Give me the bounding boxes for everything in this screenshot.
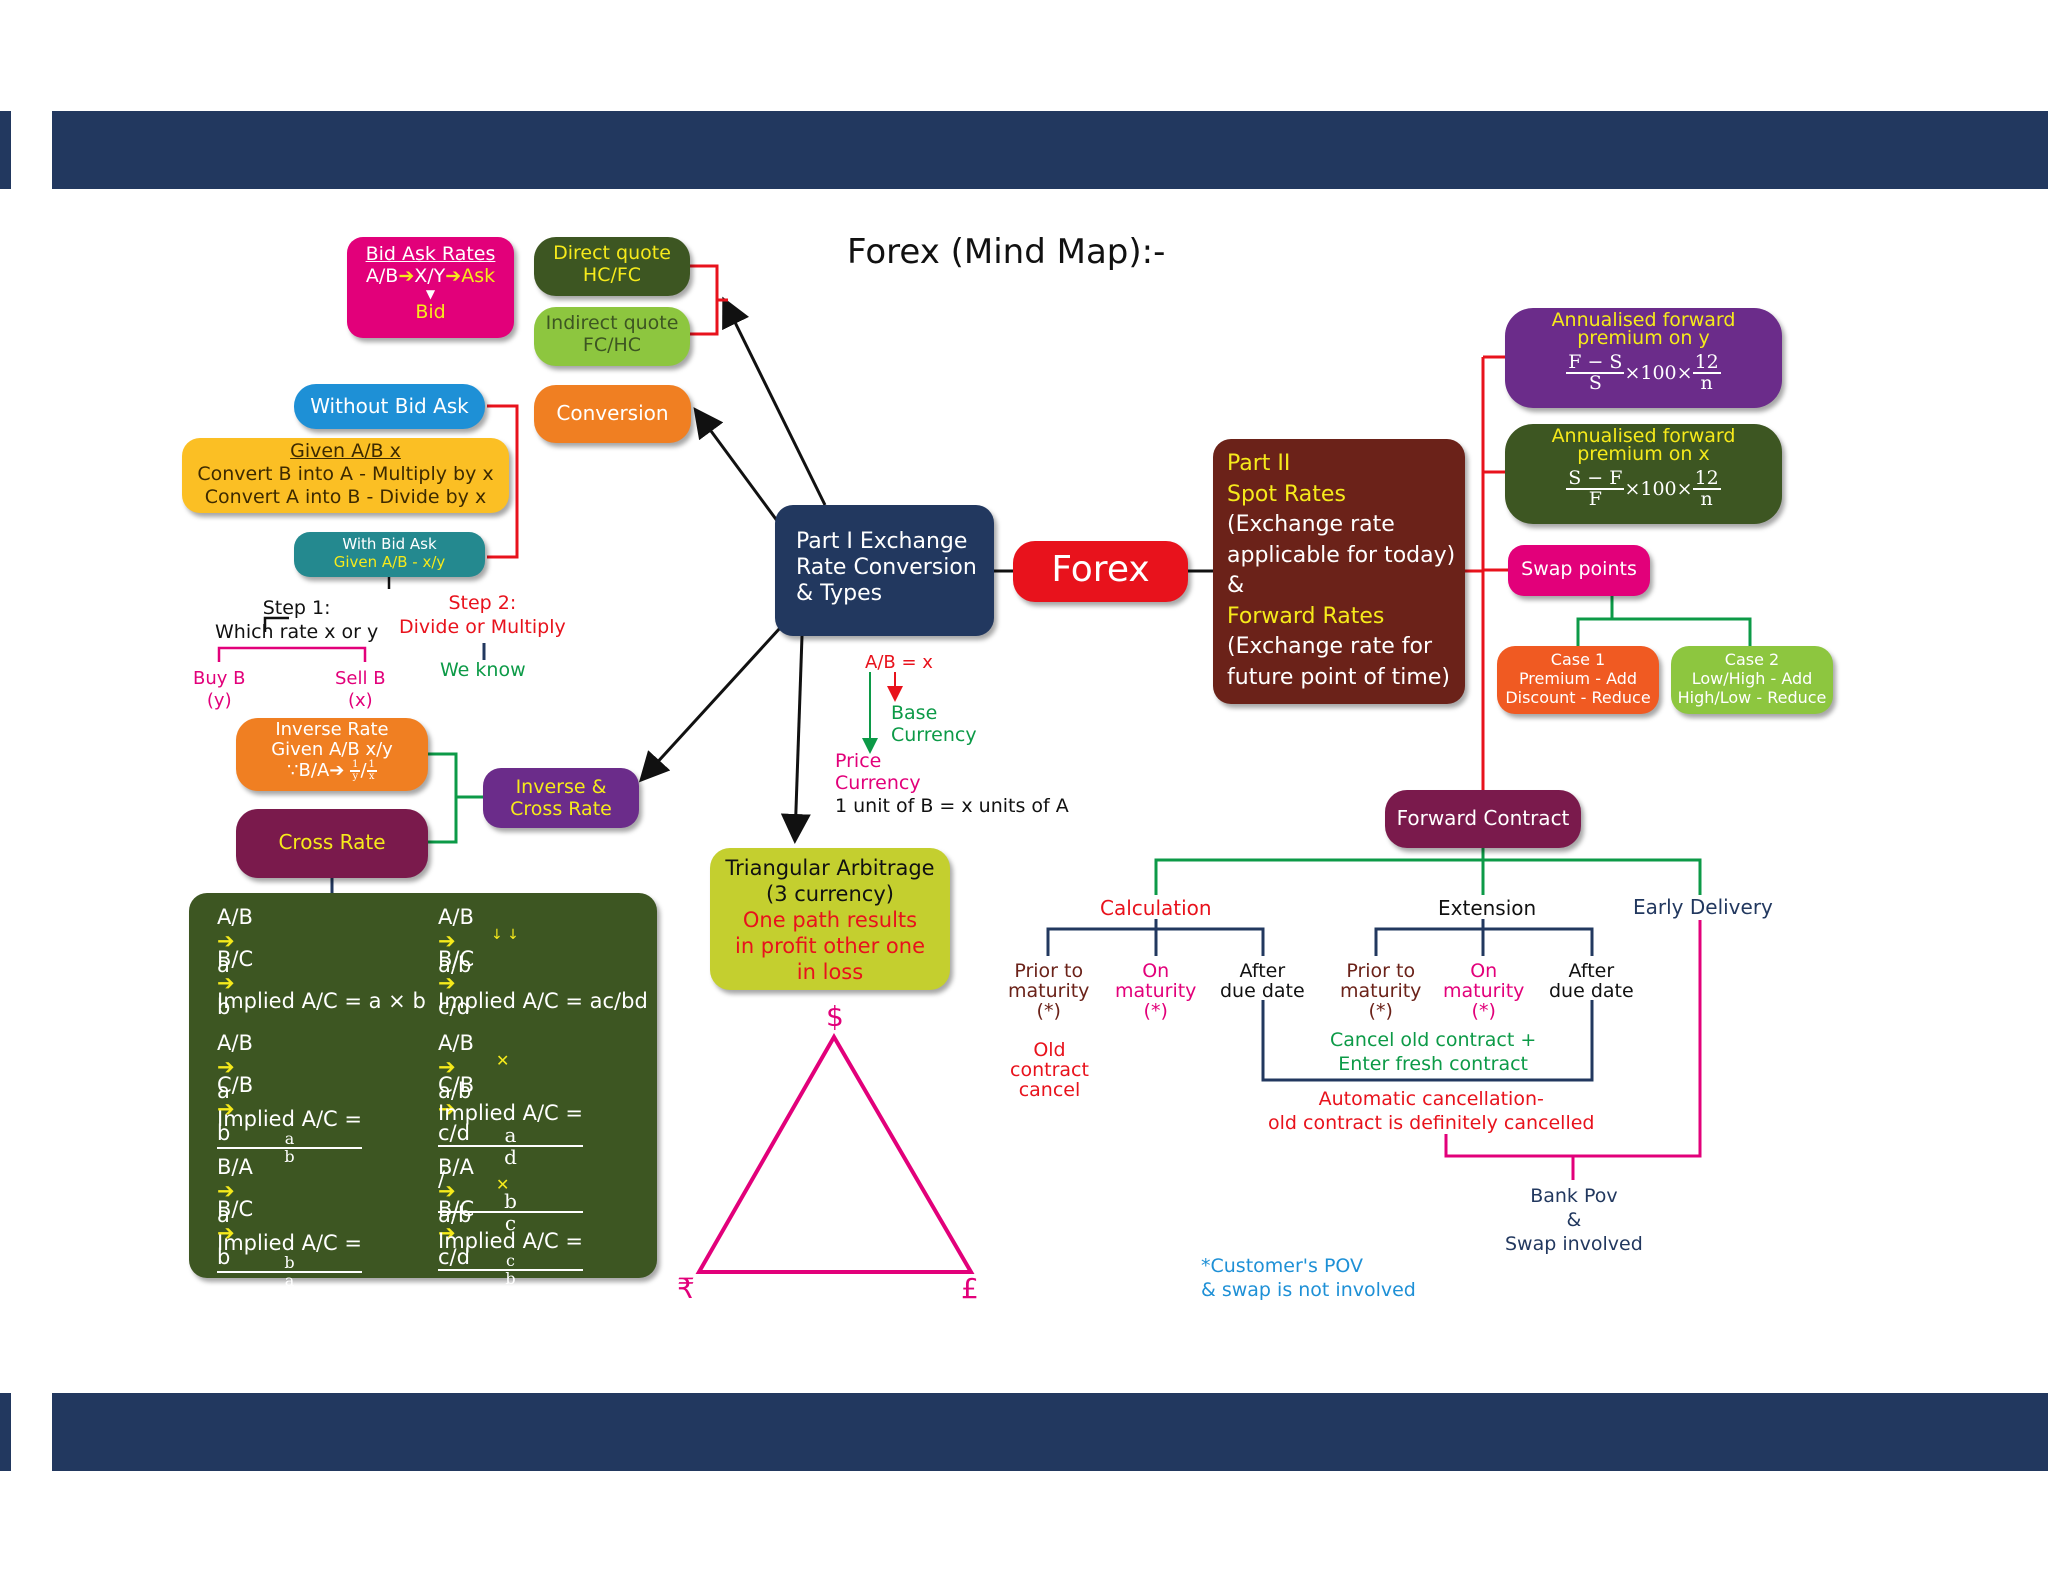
cross-rate-table: A/B➔a B/C➔b Implied A/C = a × b A/B➔a C/… <box>189 893 657 1345</box>
cross-left-row-5: C/B➔b <box>217 1073 254 1145</box>
step2-label: Step 2: Divide or Multiply <box>399 592 566 638</box>
bank-pov-label: Bank Pov & Swap involved <box>1505 1185 1643 1255</box>
cross-arrows-icon: ✕ <box>496 1051 510 1070</box>
cross-rate-box: Cross Rate <box>236 809 428 878</box>
cross-right-row-5: C/B➔c/d <box>438 1073 475 1145</box>
calculation-label: Calculation <box>1100 896 1212 920</box>
cross-left-row-1: A/B➔a <box>217 905 253 977</box>
bid-ask-rates-box: Bid Ask Rates A/B➔X/Y➔Ask ▼ Bid <box>347 237 514 338</box>
direct-quote-box: Direct quote HC/FC <box>534 237 690 296</box>
cross-left-row-4: A/B➔a <box>217 1031 253 1103</box>
cross-right-row-8: B/C➔c/d <box>438 1197 475 1269</box>
customer-pov-note: *Customer's POV & swap is not involved <box>1201 1255 1416 1301</box>
case2-box: Case 2 Low/High - Add High/Low - Reduce <box>1671 646 1833 714</box>
bid-ask-formula: A/B➔X/Y➔Ask <box>365 265 496 287</box>
ext-on-maturity: On maturity (*) <box>1443 960 1525 1022</box>
cross-left-row-3: Implied A/C = a × b <box>217 989 426 1013</box>
extension-label: Extension <box>1438 896 1537 920</box>
calc-prior-to-maturity: Prior to maturity (*) <box>1008 960 1090 1022</box>
indirect-quote-box: Indirect quote FC/HC <box>534 307 690 366</box>
cross-left-row-7: B/A➔a <box>217 1155 253 1227</box>
unit-conversion-text: 1 unit of B = x units of A <box>835 795 1069 817</box>
down-arrows-icon: ↓ ↓ <box>491 927 519 943</box>
footer-band-left <box>0 1393 11 1471</box>
header-band <box>52 111 2048 189</box>
header-band-left <box>0 111 11 189</box>
we-know-label: We know <box>440 659 526 681</box>
cross-right-row-3: Implied A/C = ac/bd <box>438 989 648 1013</box>
base-currency-label: Base Currency <box>891 702 977 746</box>
cross-right-row-7: B/A➔a/b <box>438 1155 474 1227</box>
inverse-cross-rate-box: Inverse & Cross Rate <box>483 768 639 828</box>
pound-symbol: £ <box>961 1272 979 1305</box>
bid-ask-title: Bid Ask Rates <box>365 243 496 265</box>
conversion-box: Conversion <box>534 385 691 443</box>
swap-points-box: Swap points <box>1508 545 1650 596</box>
page-title: Forex (Mind Map):- <box>847 232 1166 272</box>
given-ab-box: Given A/B x Convert B into A - Multiply … <box>182 438 509 513</box>
bid-label: Bid <box>415 301 446 323</box>
footer-band <box>52 1393 2048 1471</box>
cross-arrows-icon-2: ✕ <box>496 1175 510 1194</box>
old-contract-cancel: Old contract cancel <box>1010 1039 1089 1101</box>
with-bid-ask-box: With Bid Ask Given A/B - x/y <box>294 532 485 577</box>
buy-b-label: Buy B (y) <box>193 668 246 711</box>
cross-left-row-2: B/C➔b <box>217 947 254 1019</box>
without-bid-ask-box: Without Bid Ask <box>294 384 485 429</box>
cross-right-row-4: A/B➔a/b <box>438 1031 474 1103</box>
part2-box: Part II Spot Rates (Exchange rate applic… <box>1213 439 1465 704</box>
triangular-arbitrage-box: Triangular Arbitrage (3 currency) One pa… <box>710 848 950 990</box>
cross-right-row-2: B/C➔c/d <box>438 947 475 1019</box>
cancel-old-contract: Cancel old contract + Enter fresh contra… <box>1330 1029 1537 1075</box>
down-arrow-icon: ▼ <box>425 287 436 301</box>
part1-box: Part I Exchange Rate Conversion & Types <box>775 505 994 636</box>
forex-center-box: Forex <box>1013 541 1188 602</box>
automatic-cancellation: Automatic cancellation- old contract is … <box>1268 1088 1595 1134</box>
calc-after-due-date: After due date <box>1220 960 1305 1002</box>
rupee-symbol: ₹ <box>677 1272 695 1305</box>
ext-after-due-date: After due date <box>1549 960 1634 1002</box>
case1-box: Case 1 Premium - Add Discount - Reduce <box>1497 646 1659 714</box>
sell-b-label: Sell B (x) <box>335 668 386 711</box>
early-delivery-label: Early Delivery <box>1633 895 1773 919</box>
ab-equals-x: A/B = x <box>865 652 933 673</box>
ext-prior-to-maturity: Prior to maturity (*) <box>1340 960 1422 1022</box>
cross-left-row-8: B/C➔b <box>217 1197 254 1269</box>
dollar-symbol: $ <box>826 1000 844 1033</box>
calc-on-maturity: On maturity (*) <box>1115 960 1197 1022</box>
cross-right-row-1: A/B➔a/b <box>438 905 474 977</box>
price-currency-label: Price Currency <box>835 750 921 794</box>
step1-label: Step 1: Which rate x or y <box>215 597 379 643</box>
forward-contract-box: Forward Contract <box>1385 790 1581 848</box>
